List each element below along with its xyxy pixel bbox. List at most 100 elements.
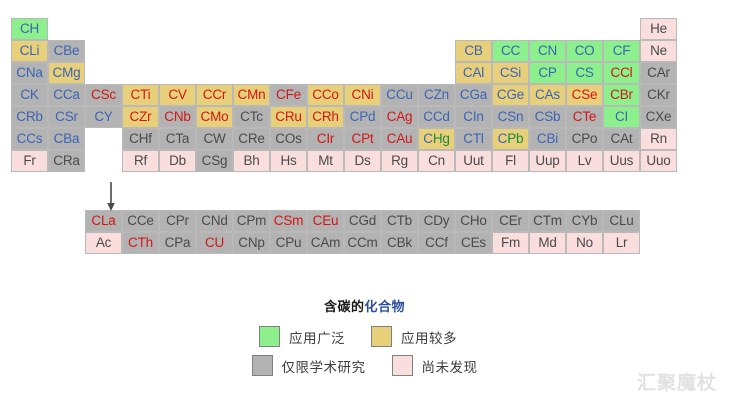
- element-cell-fm[interactable]: Fm: [492, 232, 529, 254]
- element-cell-ne[interactable]: Ne: [640, 40, 677, 62]
- element-cell-ds[interactable]: Ds: [344, 150, 381, 172]
- element-cell-lr[interactable]: Lr: [603, 232, 640, 254]
- element-cell-rg[interactable]: Rg: [381, 150, 418, 172]
- element-cell-lv[interactable]: Lv: [566, 150, 603, 172]
- element-cell-rf[interactable]: Rf: [122, 150, 159, 172]
- element-cell-no[interactable]: No: [566, 232, 603, 254]
- element-cell-hs[interactable]: Hs: [270, 150, 307, 172]
- element-cell-uuo[interactable]: Uuo: [640, 150, 677, 172]
- element-cell-db[interactable]: Db: [159, 150, 196, 172]
- element-cell-uup[interactable]: Uup: [529, 150, 566, 172]
- element-cell-bh[interactable]: Bh: [233, 150, 270, 172]
- element-cell-rn[interactable]: Rn: [640, 128, 677, 150]
- element-cell-fl[interactable]: Fl: [492, 150, 529, 172]
- element-cell-ac[interactable]: Ac: [85, 232, 122, 254]
- element-cell-md[interactable]: Md: [529, 232, 566, 254]
- element-cell-fr[interactable]: Fr: [11, 150, 48, 172]
- element-cell-uut[interactable]: Uut: [455, 150, 492, 172]
- element-cell-mt[interactable]: Mt: [307, 150, 344, 172]
- element-cell-cn[interactable]: Cn: [418, 150, 455, 172]
- element-cell-uus[interactable]: Uus: [603, 150, 640, 172]
